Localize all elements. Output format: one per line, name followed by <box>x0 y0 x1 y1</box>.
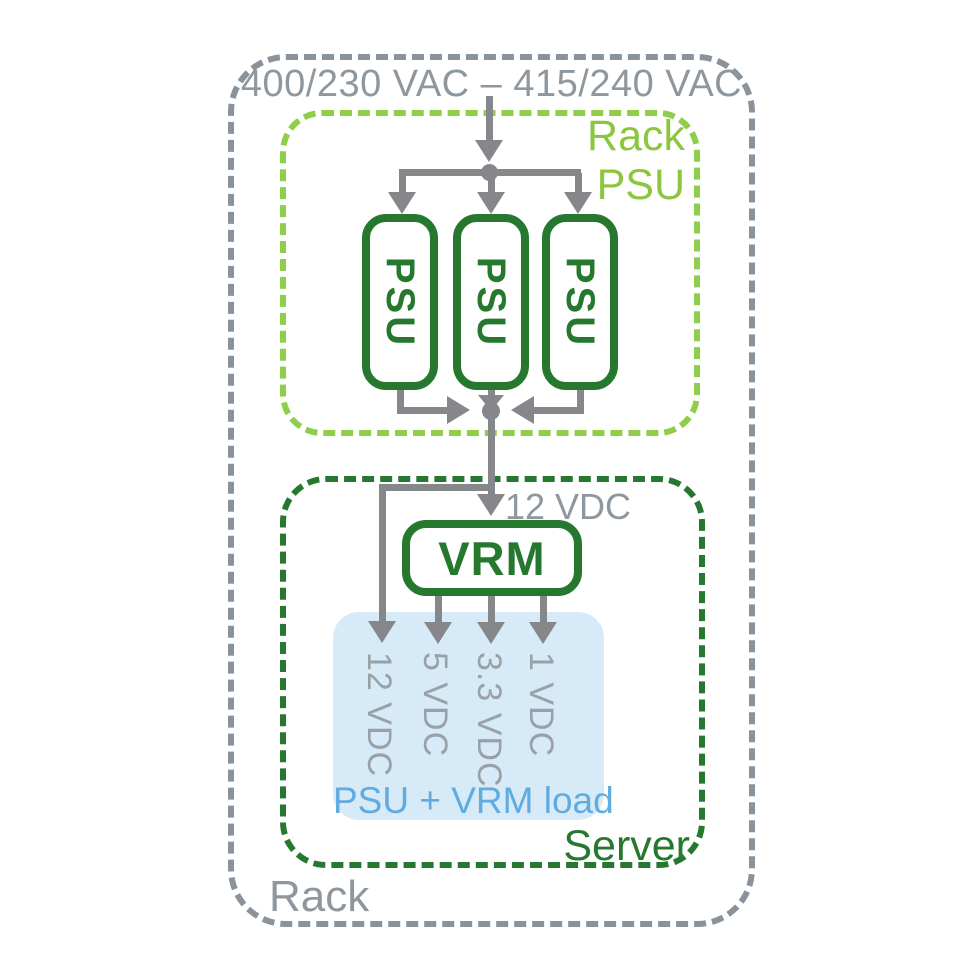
rail-12vdc-arrowhead-icon <box>368 621 396 643</box>
ac-feed-arrowhead-icon <box>475 140 503 162</box>
rack-boundary-box <box>228 54 755 927</box>
rail-5vdc-arrowhead-icon <box>424 622 452 644</box>
psu1-feed-line <box>399 173 406 193</box>
rack-label: Rack <box>269 872 370 921</box>
ac-bus-bar <box>399 169 581 176</box>
dc-bus-label: 12 VDC <box>505 486 632 527</box>
psu-unit-3: PSU <box>542 214 618 390</box>
vrm-box: VRM <box>402 520 582 596</box>
psu1-out-line-h <box>397 407 447 414</box>
load-label: PSU + VRM load <box>333 780 614 821</box>
psu1-out-arrowhead-icon <box>447 396 470 424</box>
psu2-out-line <box>488 388 495 398</box>
rail-label-1vdc: 1 VDC <box>522 652 560 758</box>
psu3-feed-arrowhead-icon <box>564 192 592 214</box>
rail-label-5vdc: 5 VDC <box>416 652 454 758</box>
bypass-line-v <box>379 484 386 622</box>
psu1-out-line-v <box>397 388 404 414</box>
vrm-in-arrowhead-icon <box>477 494 505 516</box>
psu-unit-1-label: PSU <box>378 256 423 348</box>
rack-psu-label-line1: Rack <box>587 112 685 160</box>
psu-unit-1: PSU <box>362 214 438 390</box>
dc-bus-line <box>488 411 495 495</box>
vrm-label: VRM <box>438 531 546 585</box>
psu-unit-2: PSU <box>453 214 529 390</box>
rail-1vdc-line <box>540 595 547 623</box>
psu-unit-2-label: PSU <box>469 256 514 348</box>
ac-input-label: 400/230 VAC – 415/240 VAC <box>240 63 743 105</box>
rail-1vdc-arrowhead-icon <box>529 622 557 644</box>
psu3-feed-line <box>575 173 582 193</box>
psu3-out-line-h <box>534 407 584 414</box>
psu2-feed-line <box>488 173 495 193</box>
psu3-out-line-v <box>577 388 584 414</box>
rack-psu-label: Rack PSU <box>540 112 685 210</box>
rail-3-3vdc-line <box>488 595 495 623</box>
rail-5vdc-line <box>435 595 442 623</box>
rack-psu-label-line2: PSU <box>596 161 685 209</box>
rail-3-3vdc-arrowhead-icon <box>477 622 505 644</box>
psu-vrm-load-box <box>333 612 604 820</box>
ac-feed-line <box>486 96 493 142</box>
bypass-line-h <box>379 484 489 491</box>
psu-unit-3-label: PSU <box>558 256 603 348</box>
rail-label-12vdc: 12 VDC <box>360 652 398 778</box>
psu2-feed-arrowhead-icon <box>477 192 505 214</box>
rail-label-3-3vdc: 3.3 VDC <box>470 652 508 788</box>
psu3-out-arrowhead-icon <box>511 396 534 424</box>
server-label: Server <box>563 822 690 870</box>
psu1-feed-arrowhead-icon <box>388 192 416 214</box>
